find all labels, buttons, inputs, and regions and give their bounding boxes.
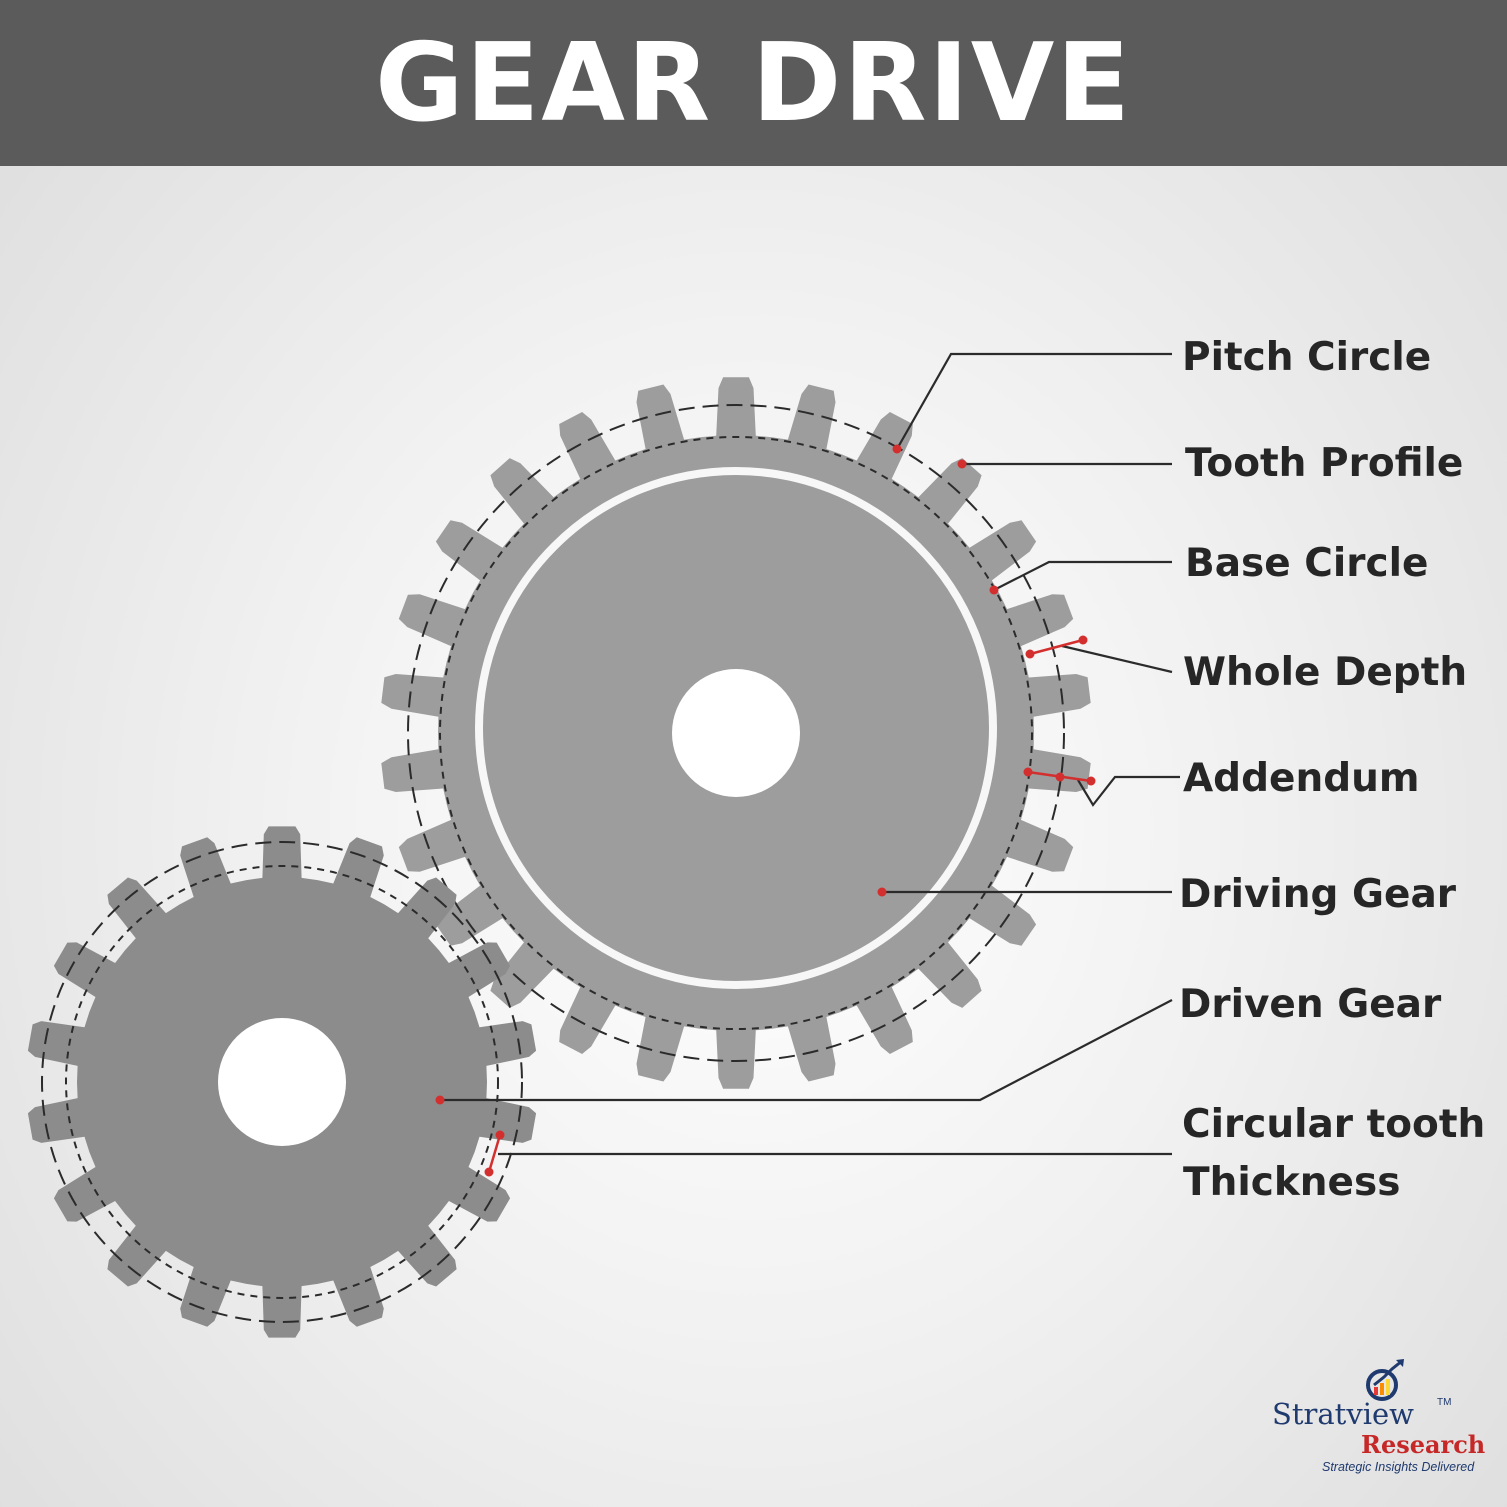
driven-gear-leader (440, 999, 1173, 1102)
pitch-circle-label: Pitch Circle (1182, 335, 1431, 380)
addendum-dot-tip (1086, 776, 1096, 786)
logo-brand: Stratview (1272, 1397, 1414, 1431)
driven-gear-pitch-circle (65, 865, 499, 1299)
driven-gear-outer-circle (41, 841, 523, 1323)
whole-depth-segment (1029, 638, 1084, 656)
base-circle-leader (993, 560, 1172, 591)
page-title: GEAR DRIVE (374, 20, 1133, 146)
logo-research: Research (1361, 1430, 1486, 1459)
circular-tooth-label-line2: Thickness (1183, 1160, 1400, 1205)
whole-depth-dot-outer (1078, 635, 1088, 645)
title-banner: GEAR DRIVE (0, 0, 1507, 166)
leader-lines (440, 352, 1180, 1156)
driving-gear (381, 377, 1091, 1089)
magnifier-chart-icon (1366, 1359, 1404, 1401)
pitch-circle-leader (896, 352, 1172, 450)
pitch-circle-dot (892, 444, 902, 454)
driving-gear-label: Driving Gear (1179, 872, 1457, 917)
driving-gear-outer-circle (407, 404, 1065, 1062)
tooth-thickness-segment (487, 1134, 502, 1173)
tooth-profile-label: Tooth Profile (1185, 441, 1463, 486)
driven-gear-hub-hole (218, 1018, 346, 1146)
driving-gear-base-ring (475, 467, 997, 989)
whole-depth-label: Whole Depth (1183, 650, 1467, 695)
driven-gear-label: Driven Gear (1179, 982, 1442, 1027)
driving-gear-hub-hole (672, 669, 800, 797)
driven-gear-dot (435, 1095, 445, 1105)
logo-trademark: TM (1437, 1397, 1452, 1408)
tooth-thickness-dot-bottom (484, 1167, 494, 1177)
circular-tooth-label-line1: Circular tooth (1182, 1102, 1485, 1147)
tooth-thickness-dot-top (495, 1130, 505, 1140)
stratview-logo: Stratview TM Research Strategic Insights… (1268, 1355, 1493, 1480)
base-circle-label: Base Circle (1185, 541, 1428, 586)
marker-dots (435, 444, 1096, 1177)
driven-gear (27, 826, 537, 1338)
addendum-leader (1077, 775, 1180, 807)
whole-depth-leader (1061, 644, 1173, 674)
addendum-dot-pitch (1055, 772, 1065, 782)
addendum-dot-root (1023, 767, 1033, 777)
whole-depth-dot-inner (1025, 649, 1035, 659)
logo-tagline: Strategic Insights Delivered (1322, 1460, 1475, 1474)
driving-gear-pitch-circle (439, 436, 1033, 1030)
tooth-profile-dot (957, 459, 967, 469)
addendum-label: Addendum (1183, 756, 1420, 801)
driving-gear-dot (877, 887, 887, 897)
base-circle-dot (989, 585, 999, 595)
